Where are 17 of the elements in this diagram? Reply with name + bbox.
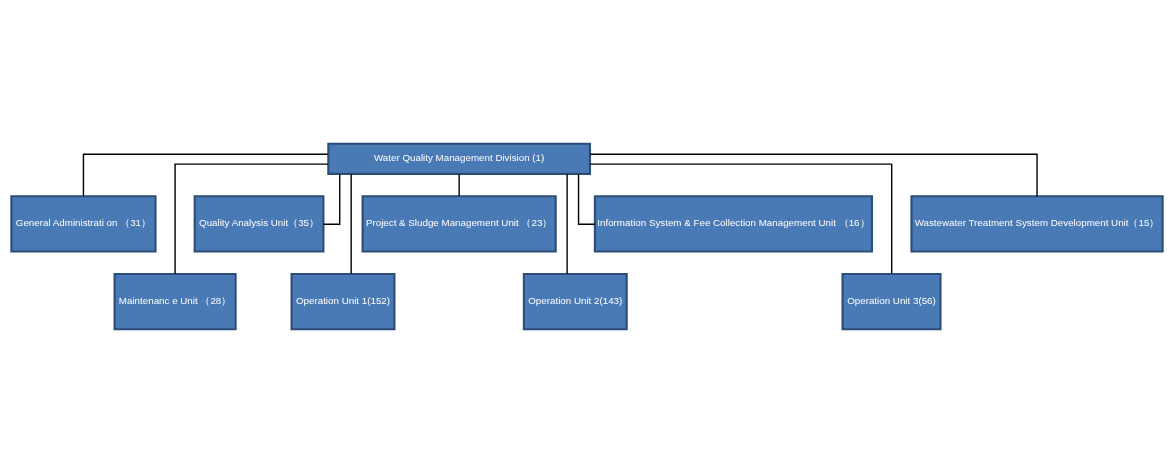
node-box: Wastewater Treatment System Development Unit（15） bbox=[910, 194, 1164, 253]
node-box: Operation Unit 3(56) bbox=[841, 272, 942, 330]
connector bbox=[589, 153, 1038, 197]
connector bbox=[82, 153, 329, 197]
node-box: Water Quality Management Division (1) bbox=[327, 142, 591, 175]
connector bbox=[566, 172, 568, 274]
connector bbox=[350, 172, 352, 274]
node-box: General Administrati on （31） bbox=[10, 194, 157, 253]
node-box: Operation Unit 2(143) bbox=[522, 272, 628, 330]
node-box: Maintenanc e Unit （28） bbox=[113, 272, 237, 330]
connector bbox=[458, 172, 460, 197]
connector bbox=[589, 162, 893, 274]
node-box: Information System & Fee Collection Management Unit （16） bbox=[593, 194, 873, 253]
connector bbox=[174, 162, 329, 274]
node-box: Operation Unit 1(152) bbox=[290, 272, 396, 330]
node-box: Project & Sludge Management Unit （23） bbox=[361, 194, 557, 253]
node-box: Quality Analysis Unit（35） bbox=[193, 194, 325, 253]
